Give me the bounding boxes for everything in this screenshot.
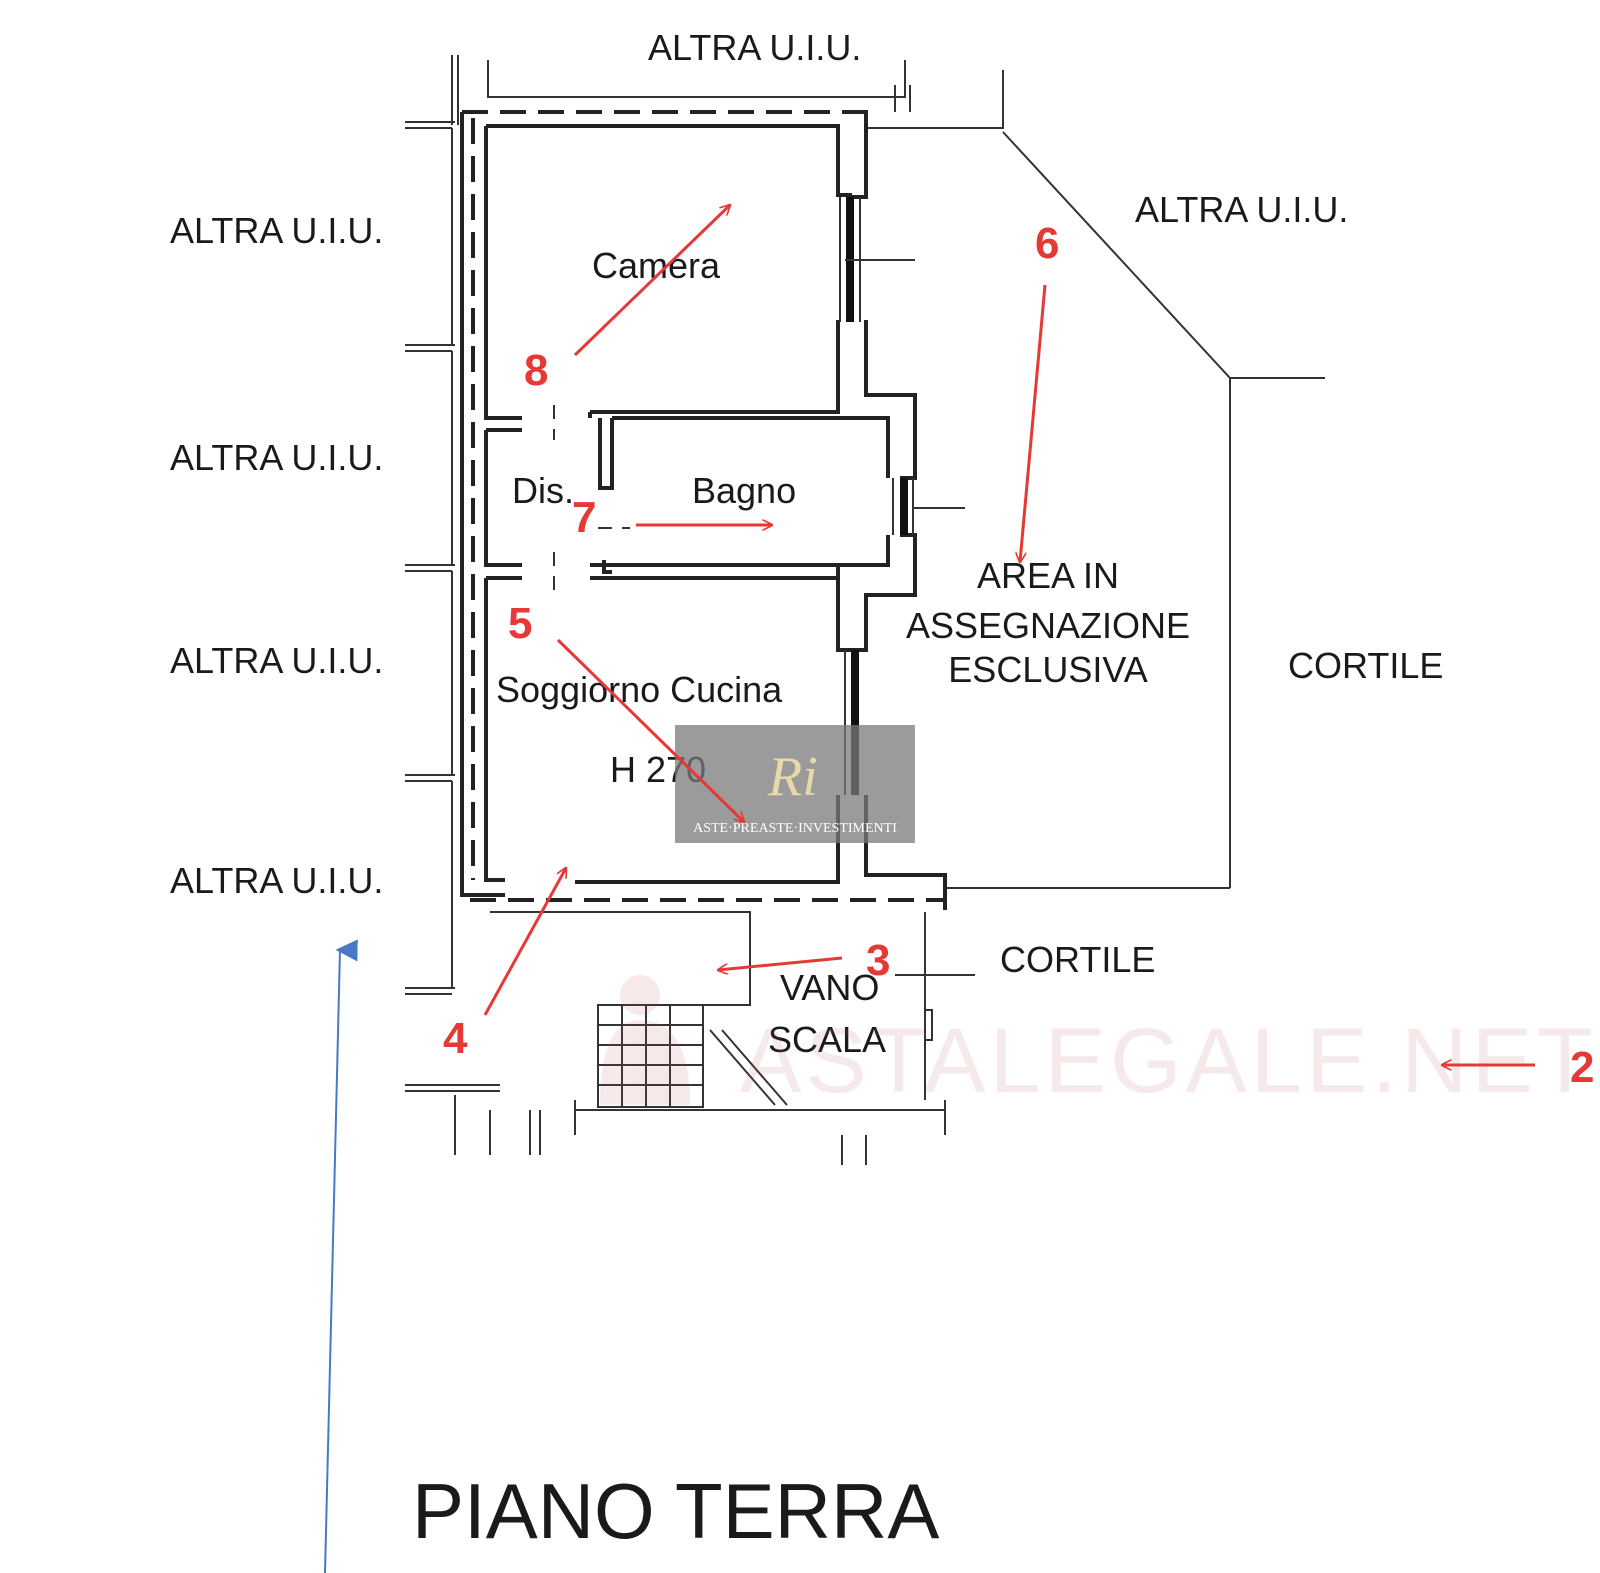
- label-vano: VANO: [780, 967, 879, 1008]
- label-scala: SCALA: [768, 1019, 886, 1060]
- stair-area: [490, 911, 975, 1165]
- windows: [839, 197, 965, 795]
- marker-arrow-6: [1020, 284, 1047, 562]
- area-label-line3: ESCLUSIVA: [948, 649, 1147, 690]
- logo-initials: Ri: [767, 746, 818, 808]
- room-labels: ALTRA U.I.U. ALTRA U.I.U. ALTRA U.I.U. A…: [170, 27, 1443, 1555]
- label-altra-top: ALTRA U.I.U.: [648, 27, 861, 68]
- label-altra-left-1: ALTRA U.I.U.: [170, 210, 383, 251]
- photo-markers: 8 7 6 5 4 3 2: [443, 205, 1594, 1092]
- marker-arrow-5: [556, 638, 744, 822]
- apartment-walls: [484, 112, 947, 910]
- floor-title: PIANO TERRA: [412, 1467, 939, 1555]
- top-neighbour-lines: [487, 60, 1325, 889]
- label-altra-left-3: ALTRA U.I.U.: [170, 640, 383, 681]
- watermark-person-icon: [620, 975, 660, 1015]
- marker-number-6: 6: [1035, 219, 1059, 268]
- marker-number-2: 2: [1570, 1043, 1594, 1092]
- label-altra-top-right: ALTRA U.I.U.: [1135, 189, 1348, 230]
- north-arrow: [324, 939, 358, 1573]
- marker-number-3: 3: [866, 936, 890, 985]
- marker-number-4: 4: [443, 1014, 468, 1063]
- area-label-line1: AREA IN: [977, 555, 1119, 596]
- marker-arrow-8: [573, 205, 730, 357]
- logo-watermark: Ri ASTE·PREASTE·INVESTIMENTI: [675, 725, 915, 843]
- watermark-site-text: ASTALEGALE.NET: [740, 1010, 1597, 1112]
- label-cortile-bottom: CORTILE: [1000, 939, 1155, 980]
- area-label-line2: ASSEGNAZIONE: [906, 605, 1190, 646]
- marker-number-7: 7: [572, 493, 596, 542]
- stair-treads: [597, 1004, 788, 1108]
- room-label-soggiorno: Soggiorno Cucina: [496, 669, 783, 710]
- label-altra-left-2: ALTRA U.I.U.: [170, 437, 383, 478]
- room-label-bagno: Bagno: [692, 470, 796, 511]
- left-neighbour-lines: [405, 55, 541, 1155]
- marker-arrow-3: [718, 956, 843, 970]
- label-cortile-right: CORTILE: [1288, 645, 1443, 686]
- room-label-camera: Camera: [592, 245, 721, 286]
- label-altra-left-4: ALTRA U.I.U.: [170, 860, 383, 901]
- marker-number-8: 8: [524, 346, 548, 395]
- marker-arrow-4: [483, 868, 566, 1016]
- marker-number-5: 5: [508, 599, 532, 648]
- room-label-dis: Dis.: [512, 470, 574, 511]
- logo-text: ASTE·PREASTE·INVESTIMENTI: [693, 821, 897, 836]
